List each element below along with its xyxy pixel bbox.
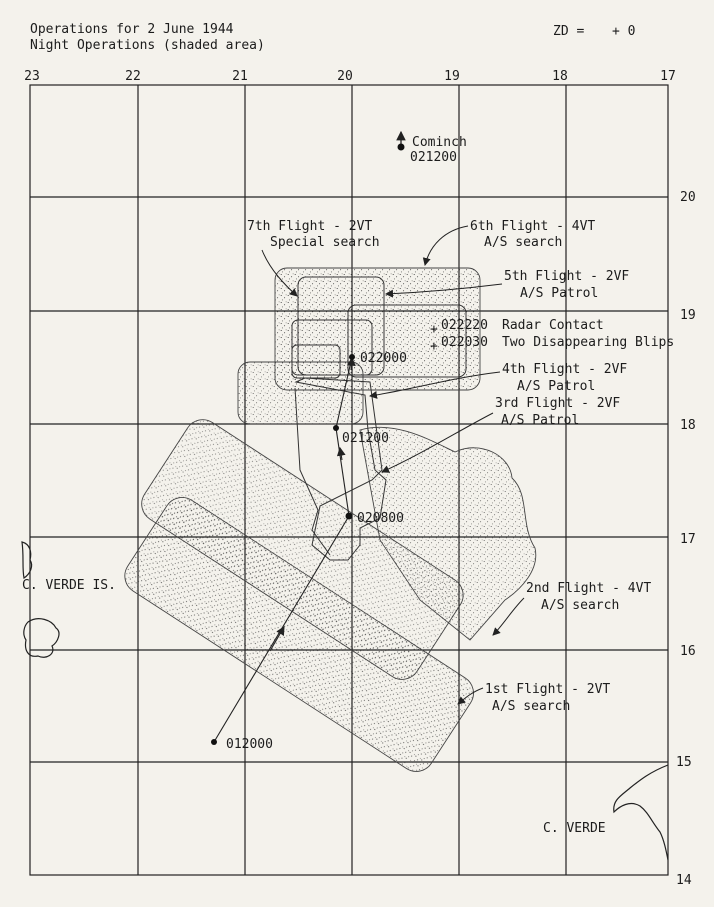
flight-6-name: 6th Flight - 4VT	[470, 219, 595, 234]
lon-label-18: 18	[552, 69, 568, 84]
area-6th-flight	[274, 267, 481, 391]
position-021200-marker	[333, 425, 339, 431]
flight-4-task: A/S Patrol	[517, 379, 595, 394]
position-012000-marker	[211, 739, 217, 745]
contact-blips-text: Two Disappearing Blips	[502, 335, 674, 350]
flight-1-task: A/S search	[492, 699, 570, 714]
leader-1st	[457, 687, 484, 705]
contact-blips-time: 022030	[441, 335, 488, 350]
cominch-label: Cominch	[412, 135, 467, 150]
area-2nd-flight-lobe	[359, 426, 537, 641]
position-020800-marker	[345, 512, 353, 520]
flight-7-name: 7th Flight - 2VT	[247, 219, 372, 234]
leader-3rd	[381, 412, 494, 473]
flight-3-task: A/S Patrol	[501, 413, 579, 428]
leader-7th	[261, 249, 298, 297]
area-2nd-flight	[141, 419, 464, 680]
cape-verde-island-south	[23, 618, 60, 658]
lat-label-15: 15	[676, 755, 692, 770]
cominch-time: 021200	[410, 150, 457, 165]
position-012000-label: 012000	[226, 737, 273, 752]
map-title: Operations for 2 June 1944	[30, 22, 234, 37]
contact-radar-time: 022220	[441, 318, 488, 333]
flight-2-task: A/S search	[541, 598, 619, 613]
contact-blips-plus: +	[430, 339, 438, 354]
cape-verde-island-north	[21, 541, 33, 579]
lon-label-22: 22	[125, 69, 141, 84]
area-3rd-flight-leg	[294, 387, 331, 556]
leader-4th	[369, 371, 501, 399]
lon-label-19: 19	[444, 69, 460, 84]
cominch-marker	[397, 143, 405, 151]
track-arrow-2	[336, 446, 346, 461]
track-arrow-1	[269, 626, 285, 652]
zd-label: ZD =	[553, 24, 585, 39]
flight-7-task: Special search	[270, 235, 380, 250]
lat-label-16: 16	[680, 644, 696, 659]
area-5th-inner	[291, 319, 373, 376]
track-020800-021200	[335, 427, 350, 517]
track-021200-022000	[335, 356, 353, 429]
leader-2nd	[492, 597, 525, 636]
label-cape-verde: C. VERDE	[543, 821, 606, 836]
position-020800-label: 020800	[357, 511, 404, 526]
map-frame	[29, 84, 669, 876]
lon-label-21: 21	[232, 69, 248, 84]
position-021200-label: 021200	[342, 431, 389, 446]
lat-label-19: 19	[680, 308, 696, 323]
lon-label-23: 23	[24, 69, 40, 84]
area-4th-inner	[291, 344, 341, 379]
flight-5-name: 5th Flight - 2VF	[504, 269, 629, 284]
label-cape-verde-is: C. VERDE IS.	[22, 578, 116, 593]
contact-radar-text: Radar Contact	[502, 318, 604, 333]
flight-4-name: 4th Flight - 2VF	[502, 362, 627, 377]
african-coast	[613, 764, 669, 861]
area-3rd-flight	[294, 377, 387, 561]
map-grid	[29, 84, 669, 876]
lon-label-17: 17	[660, 69, 676, 84]
track-arrow-3	[346, 356, 356, 371]
contact-radar-plus: +	[430, 322, 438, 337]
leader-5th	[385, 283, 503, 298]
lat-label-14: 14	[676, 873, 692, 888]
flight-6-task: A/S search	[484, 235, 562, 250]
zd-value: + 0	[612, 24, 636, 39]
lon-label-20: 20	[337, 69, 353, 84]
lat-label-18: 18	[680, 418, 696, 433]
flight-3-name: 3rd Flight - 2VF	[495, 396, 620, 411]
flight-1-name: 1st Flight - 2VT	[485, 682, 610, 697]
lat-label-17: 17	[680, 532, 696, 547]
lat-label-20: 20	[680, 190, 696, 205]
flight-5-task: A/S Patrol	[520, 286, 598, 301]
position-022000-label: 022000	[360, 351, 407, 366]
map-subtitle: Night Operations (shaded area)	[30, 38, 265, 53]
flight-2-name: 2nd Flight - 4VT	[526, 581, 651, 596]
leader-6th	[422, 225, 469, 266]
position-022000-marker	[349, 354, 355, 360]
area-5th-flight	[347, 304, 467, 378]
